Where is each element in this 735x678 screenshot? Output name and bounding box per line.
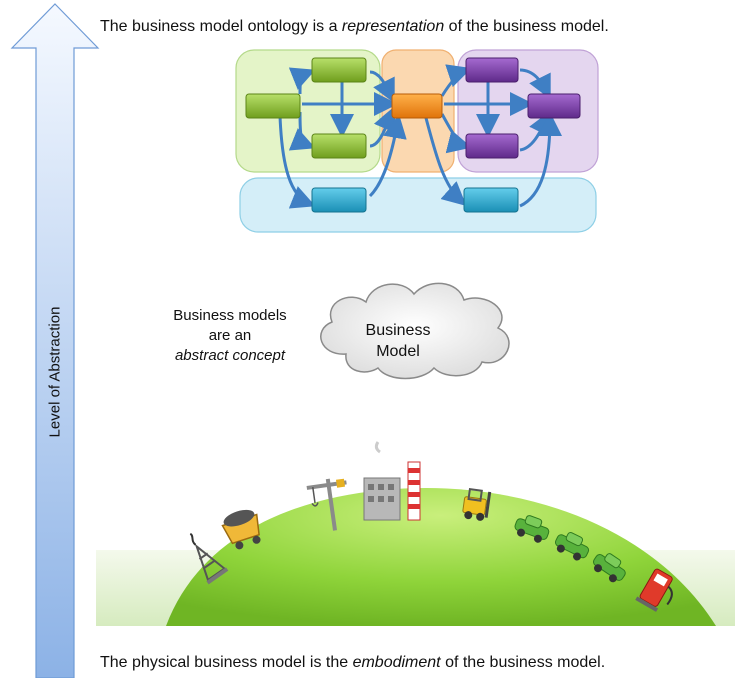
factory-icon	[363, 441, 421, 521]
purple-box-right	[527, 93, 581, 119]
ontology-diagram	[235, 49, 599, 233]
green-box-left	[245, 93, 301, 119]
oil-pump-icon	[189, 532, 229, 585]
green-box-top	[311, 57, 367, 83]
cyan-box-left	[311, 187, 367, 213]
forklift-icon	[462, 487, 492, 521]
purple-box-bottom	[465, 133, 519, 159]
car-icon	[514, 515, 550, 543]
gas-pump-icon	[635, 568, 673, 612]
axis-label: Level of Abstraction	[46, 306, 64, 438]
physical-caption: The physical business model is the embod…	[100, 654, 606, 671]
cloud-label: Business Model	[365, 322, 431, 360]
car-icon	[592, 553, 626, 583]
ontology-caption: The business model ontology is a represe…	[100, 18, 609, 35]
hill	[166, 488, 716, 626]
cyan-box-right	[463, 187, 519, 213]
abstract-concept-note: Business models are an abstract concept	[173, 307, 287, 364]
cloud-shape	[320, 282, 510, 380]
physical-world-scene	[96, 441, 735, 626]
mine-cart-icon	[221, 509, 261, 550]
purple-box-top	[465, 57, 519, 83]
connectors	[278, 64, 562, 209]
abstraction-arrow	[10, 3, 100, 678]
crane-icon	[306, 478, 347, 531]
green-box-bottom	[311, 133, 367, 159]
car-icon	[554, 532, 590, 561]
orange-box	[391, 93, 443, 119]
